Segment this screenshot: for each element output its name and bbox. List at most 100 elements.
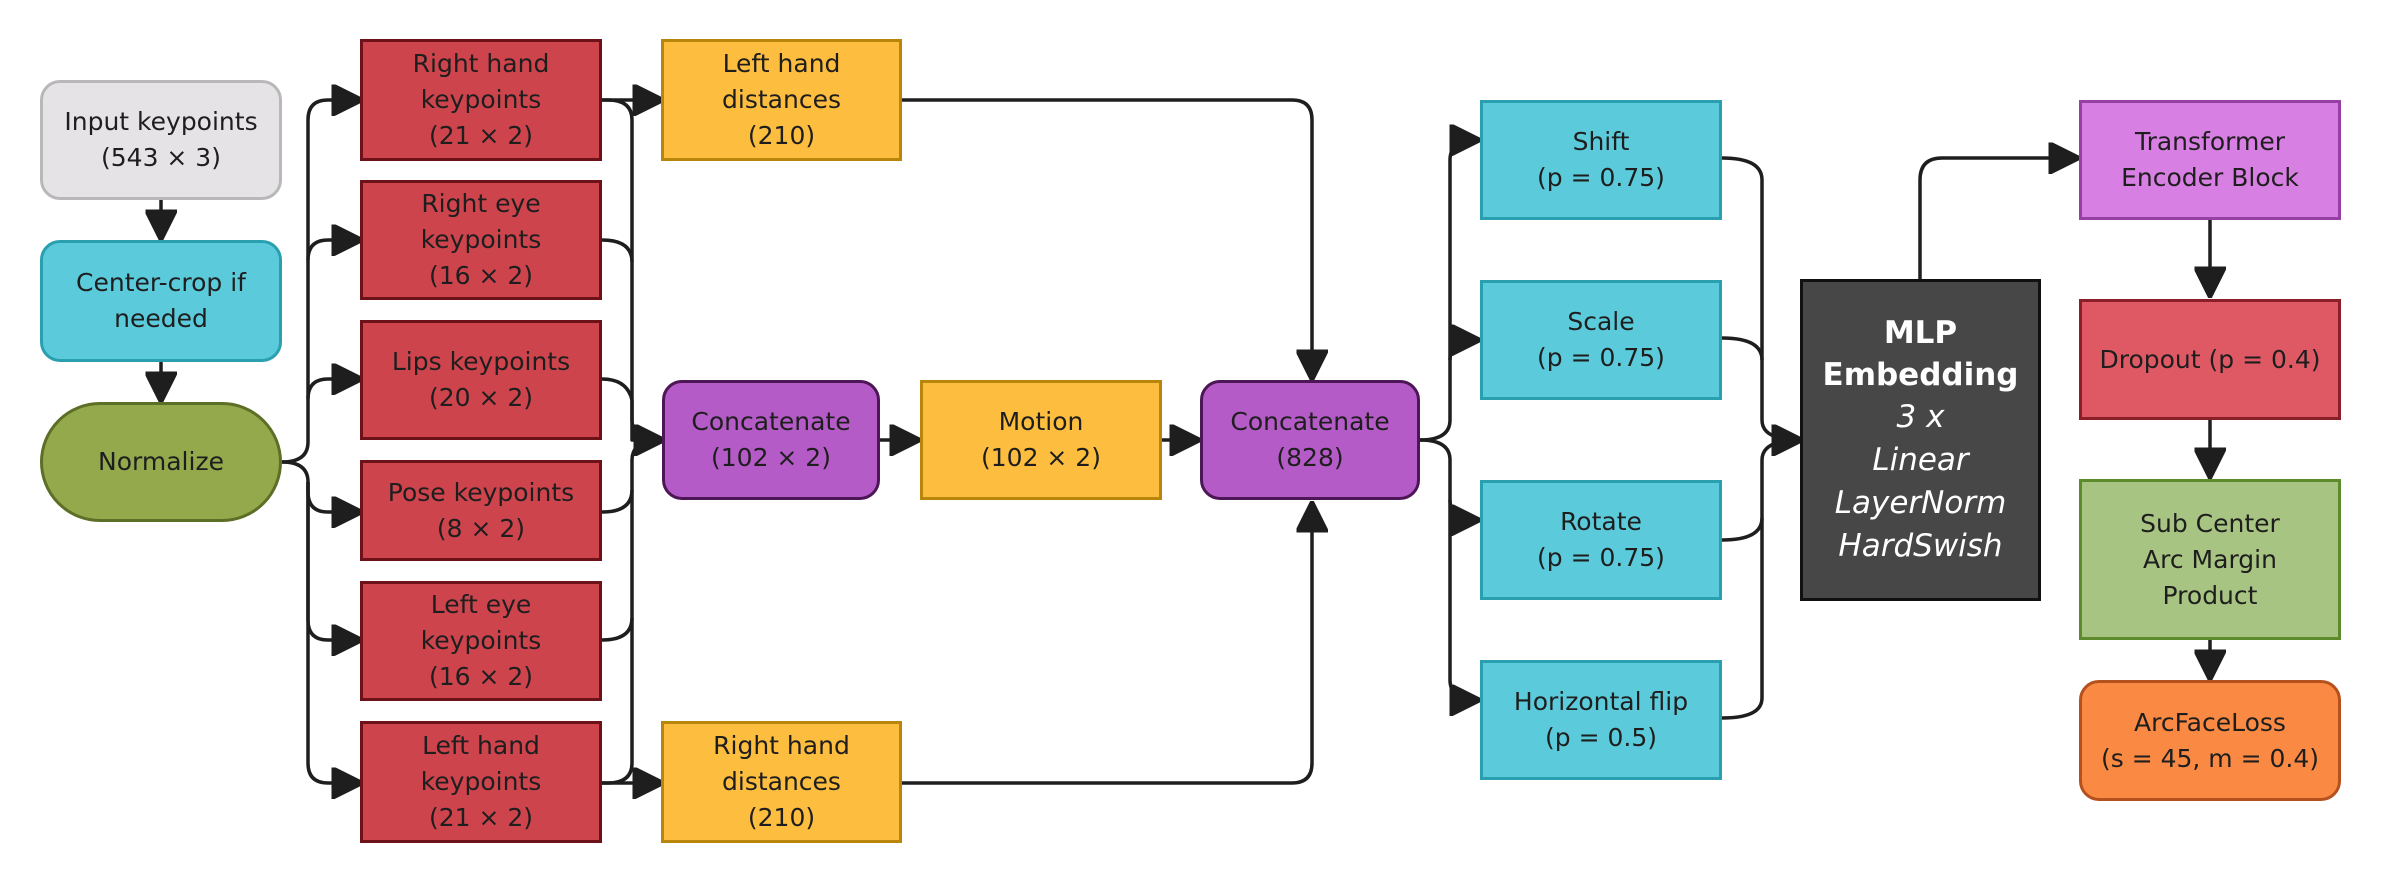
rhand-label-line-1: Right hand [412, 49, 550, 78]
edge-concat2-to-rotate [1448, 499, 1478, 520]
input-label-line-2: (543 × 3) [101, 143, 221, 172]
rotate-node: Rotate (p = 0.75) [1480, 480, 1722, 600]
lhdist-label-line-1: Left hand [722, 49, 841, 78]
motion-label-line-1: Motion [998, 407, 1084, 436]
edge-normalize-to-rhand [281, 100, 360, 464]
center-crop-node: Center-crop if needed [40, 240, 282, 362]
leye-label-line-1: Left eye [430, 590, 532, 619]
reye-label-line-1: Right eye [421, 189, 541, 218]
rhand-label-line-3: (21 × 2) [428, 121, 534, 150]
leye-label-line-3: (16 × 2) [428, 662, 534, 691]
normalize-label-line-1: Normalize [98, 447, 224, 476]
concat1-label-line-2: (102 × 2) [711, 443, 831, 472]
motion-node: Motion (102 × 2) [920, 380, 1162, 500]
edge-normalize-to-reye [306, 240, 360, 261]
shift-node: Shift (p = 0.75) [1480, 100, 1722, 220]
mlp-title-line-1: MLP [1883, 315, 1958, 351]
transformer-label-line-2: Encoder Block [2121, 163, 2299, 192]
edge-lhdist-to-concat2 [902, 98, 1312, 378]
dropout-node: Dropout (p = 0.4) [2079, 299, 2341, 420]
lhand-label-line-2: keypoints [420, 767, 542, 796]
input-label-line-1: Input keypoints [64, 107, 258, 136]
mlp-detail-line-2: Linear [1872, 442, 1969, 478]
mlp-title-line-2: Embedding [1822, 357, 2019, 393]
left-hand-distances-node: Left hand distances (210) [661, 39, 902, 161]
edge-lips-to-concat1 [601, 377, 662, 440]
shift-label-line-1: Shift [1572, 127, 1630, 156]
rhdist-label-line-2: distances [722, 767, 841, 796]
edge-concat2-to-scale [1448, 340, 1478, 361]
lips-label-line-2: (20 × 2) [428, 383, 534, 412]
edge-scale-to-mlp [1721, 336, 1764, 361]
mlp-detail-line-4: HardSwish [1838, 528, 2003, 564]
pose-keypoints-node: Pose keypoints (8 × 2) [360, 460, 602, 561]
rhand-label-line-2: keypoints [420, 85, 542, 114]
transformer-label-line-1: Transformer [2134, 127, 2285, 156]
scale-label-line-1: Scale [1567, 307, 1635, 336]
hflip-label-line-2: (p = 0.5) [1545, 723, 1657, 752]
edge-rhand-to-concat1 [602, 98, 662, 440]
motion-label-line-2: (102 × 2) [981, 443, 1101, 472]
lhand-label-line-1: Left hand [422, 731, 540, 760]
normalize-node: Normalize [40, 402, 282, 522]
edge-shift-to-mlp [1721, 156, 1800, 440]
edge-concat2-to-shift [1419, 140, 1478, 442]
edge-rhdist-to-concat2 [902, 504, 1312, 785]
concat1-label-line-1: Concatenate [691, 407, 851, 436]
edge-reye-to-concat1 [601, 238, 634, 263]
rotate-label-line-1: Rotate [1560, 507, 1642, 536]
edge-mlp-to-transformer [1918, 158, 2077, 279]
concat2-label-line-2: (828) [1276, 443, 1344, 472]
edge-normalize-to-pose [281, 460, 360, 512]
pose-label-line-1: Pose keypoints [387, 477, 575, 507]
reye-label-line-2: keypoints [420, 225, 542, 254]
arcface-label-line-1: ArcFaceLoss [2134, 707, 2286, 737]
edge-normalize-to-leye [306, 482, 360, 640]
concat2-label-line-1: Concatenate [1230, 407, 1390, 436]
rotate-label-line-2: (p = 0.75) [1537, 543, 1665, 572]
edge-lhand-to-concat1 [602, 440, 662, 785]
right-eye-keypoints-node: Right eye keypoints (16 × 2) [360, 180, 602, 300]
edge-normalize-to-lips [306, 379, 360, 400]
mlp-detail-line-1: 3 x [1896, 399, 1945, 435]
edge-normalize-to-lhand [306, 482, 360, 783]
arcface-loss-node: ArcFaceLoss (s = 45, m = 0.4) [2079, 680, 2341, 801]
shift-label-line-2: (p = 0.75) [1537, 163, 1665, 192]
right-hand-distances-node: Right hand distances (210) [661, 721, 902, 843]
lips-label-line-1: Lips keypoints [391, 347, 571, 376]
subcenter-label-line-2: Arc Margin [2143, 544, 2277, 574]
scale-node: Scale (p = 0.75) [1480, 280, 1722, 400]
edge-pose-to-concat1 [601, 489, 634, 514]
left-hand-keypoints-node: Left hand keypoints (21 × 2) [360, 721, 602, 843]
pose-label-line-2: (8 × 2) [436, 513, 526, 543]
edge-hflip-to-mlp [1721, 440, 1800, 720]
rhdist-label-line-1: Right hand [713, 731, 850, 760]
rhdist-label-line-3: (210) [747, 803, 816, 832]
horizontal-flip-node: Horizontal flip (p = 0.5) [1480, 660, 1722, 780]
mlp-embedding-node: MLP Embedding 3 x Linear LayerNorm HardS… [1800, 279, 2041, 601]
reye-label-line-3: (16 × 2) [428, 261, 534, 290]
left-eye-keypoints-node: Left eye keypoints (16 × 2) [360, 581, 602, 701]
edge-leye-to-concat1 [601, 617, 634, 642]
subcenter-label-line-1: Sub Center [2140, 508, 2280, 538]
dropout-label-line-1: Dropout (p = 0.4) [2099, 344, 2321, 374]
leye-label-line-2: keypoints [420, 626, 542, 655]
input-keypoints-node: Input keypoints (543 × 3) [40, 80, 282, 200]
subcenter-label-line-3: Product [2162, 580, 2258, 610]
lips-keypoints-node: Lips keypoints (20 × 2) [360, 320, 602, 440]
edge-rotate-to-mlp [1721, 517, 1764, 542]
lhdist-label-line-3: (210) [747, 121, 816, 150]
crop-label-line-2: needed [114, 304, 208, 333]
arcface-label-line-2: (s = 45, m = 0.4) [2100, 743, 2320, 773]
crop-label-line-1: Center-crop if [76, 268, 246, 297]
hflip-label-line-1: Horizontal flip [1513, 687, 1689, 716]
edge-concat2-to-hflip [1419, 438, 1478, 700]
scale-label-line-2: (p = 0.75) [1537, 343, 1665, 372]
lhand-label-line-3: (21 × 2) [428, 803, 534, 832]
concatenate-keypoints-node: Concatenate (102 × 2) [662, 380, 880, 500]
right-hand-keypoints-node: Right hand keypoints (21 × 2) [360, 39, 602, 161]
lhdist-label-line-2: distances [722, 85, 841, 114]
